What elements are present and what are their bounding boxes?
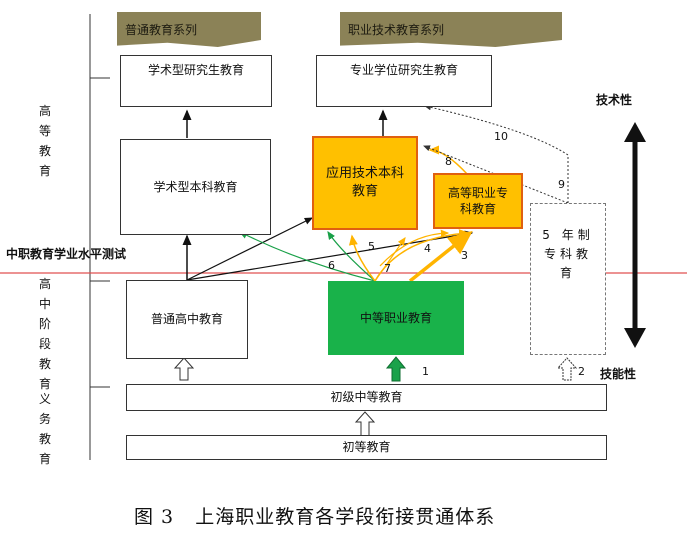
junior-secondary-box: 初级中等教育 xyxy=(126,384,607,411)
junior-secondary-label: 初级中等教育 xyxy=(330,390,403,405)
general-education-banner: 普通教育系列 xyxy=(117,12,261,47)
orange-arrow-4b xyxy=(379,229,450,267)
arrow-high-to-applied xyxy=(186,217,314,281)
green-arrow-to-secondary xyxy=(385,356,407,382)
higher-education-side-label: 高等教育 xyxy=(38,104,51,178)
hollow-arrow-to-high xyxy=(173,357,195,381)
academic-graduate-box: 学术型研究生教育 xyxy=(120,55,272,107)
path-number-8: 8 xyxy=(445,155,452,168)
secondary-vocational-label: 中等职业教育 xyxy=(359,310,432,325)
professional-graduate-box: 专业学位研究生教育 xyxy=(316,55,492,107)
green-arrow-to-academic xyxy=(238,231,376,282)
orange-arrow-8 xyxy=(428,145,469,176)
right-axis-bottom-head xyxy=(624,328,646,348)
general-high-school-label: 普通高中教育 xyxy=(150,312,223,327)
general-high-school-box: 普通高中教育 xyxy=(126,280,248,359)
orange-arrow-7 xyxy=(374,237,406,282)
level-test-label: 中职教育学业水平测试 xyxy=(6,247,127,261)
path-number-9: 9 xyxy=(558,178,565,191)
path-number-3: 3 xyxy=(461,249,468,262)
vocational-education-banner: 职业技术教育系列 xyxy=(340,12,562,47)
path-number-4: 4 xyxy=(424,242,431,255)
path-number-1: 1 xyxy=(422,365,429,378)
academic-undergrad-label: 学术型本科教育 xyxy=(153,179,238,194)
orange-arrow-5 xyxy=(348,234,376,282)
path-number-5: 5 xyxy=(368,240,375,253)
hollow-arrow-to-fiveyear xyxy=(556,357,578,381)
green-arrow-to-applied xyxy=(327,231,376,282)
five-year-label: 5 年制专科教育 xyxy=(542,228,594,281)
academic-undergrad-box: 学术型本科教育 xyxy=(120,139,271,235)
path-number-10: 10 xyxy=(494,130,508,143)
high-school-side-label: 高中阶段教育 xyxy=(38,277,51,391)
path-number-7: 7 xyxy=(384,262,391,275)
vocational-education-banner-label: 职业技术教育系列 xyxy=(348,23,445,37)
dotted-arrow-10 xyxy=(424,104,569,203)
axis-bottom-label: 技能性 xyxy=(600,367,637,381)
path-number-6: 6 xyxy=(328,259,335,272)
five-year-box: 5 年制专科教育 xyxy=(530,203,606,355)
primary-label: 初等教育 xyxy=(342,440,391,455)
orange-arrow-3 xyxy=(408,230,473,283)
right-axis-top-head xyxy=(624,122,646,142)
compulsory-side-label: 义务教育 xyxy=(38,392,51,466)
primary-box: 初等教育 xyxy=(126,435,607,460)
academic-graduate-label: 学术型研究生教育 xyxy=(147,63,244,77)
applied-undergrad-label: 应用技术本科教育 xyxy=(325,166,404,199)
general-education-banner-label: 普通教育系列 xyxy=(125,23,198,37)
professional-graduate-label: 专业学位研究生教育 xyxy=(349,63,458,77)
figure-caption: 图 3 上海职业教育各学段衔接贯通体系 xyxy=(134,506,496,528)
axis-top-label: 技术性 xyxy=(596,93,633,107)
hollow-arrow-primary-to-junior xyxy=(354,411,376,437)
applied-undergrad-box: 应用技术本科教育 xyxy=(312,136,418,230)
secondary-vocational-box: 中等职业教育 xyxy=(328,281,464,355)
path-number-2: 2 xyxy=(578,365,585,378)
higher-vocational-label: 高等职业专科教育 xyxy=(447,185,508,216)
higher-vocational-box: 高等职业专科教育 xyxy=(433,173,523,229)
